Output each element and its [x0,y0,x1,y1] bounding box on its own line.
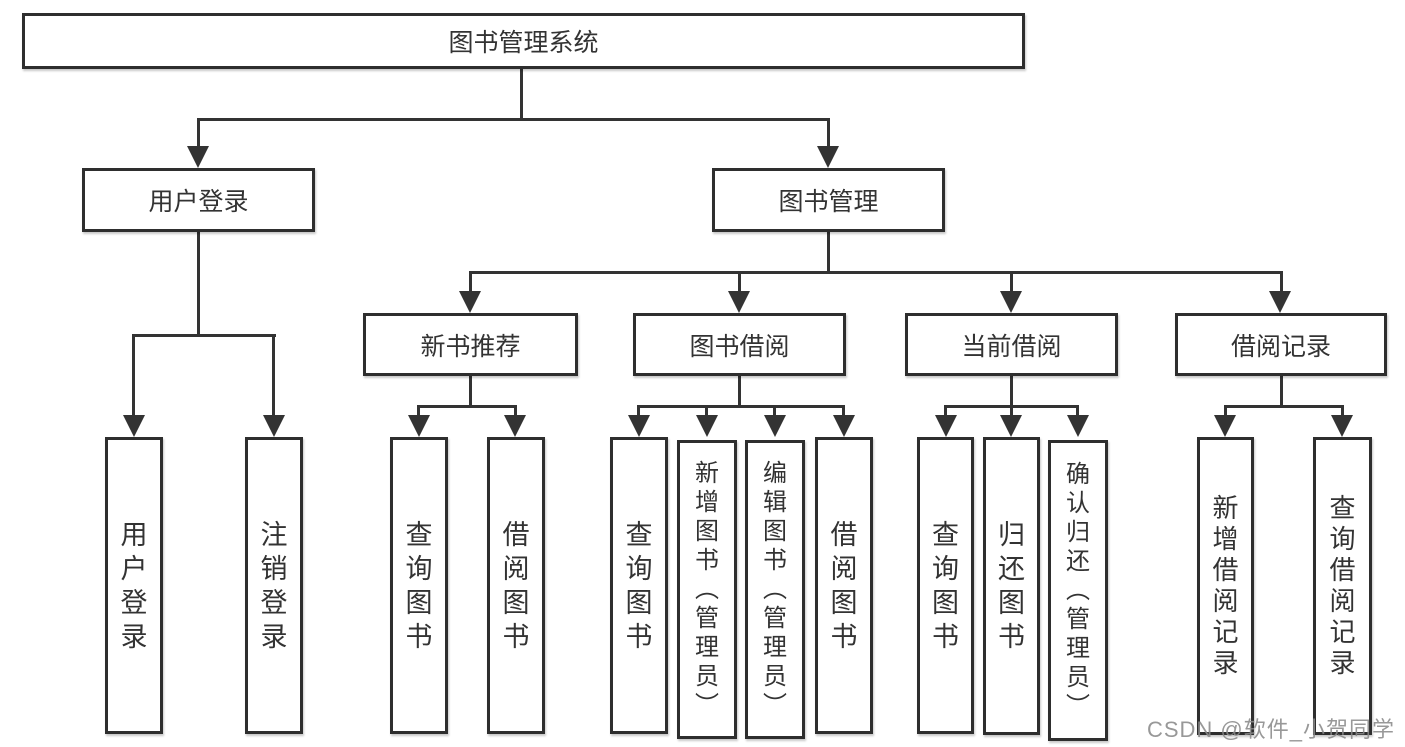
arrow-down-icon [696,415,718,437]
leaf-user-login: 用户登录 [105,437,163,734]
node-system-root: 图书管理系统 [22,13,1025,69]
connector-line [827,232,830,274]
connector-line [842,405,845,417]
arrow-down-icon [764,415,786,437]
connector-line [469,271,1282,274]
node-label: 查询图书 [932,519,959,652]
leaf-borrow-books-recommend: 借阅图书 [487,437,545,734]
connector-line [637,405,844,408]
node-current-borrowing: 当前借阅 [905,313,1118,376]
leaf-return-books: 归还图书 [983,437,1040,735]
connector-line [773,405,776,417]
arrow-down-icon [263,415,285,437]
arrow-down-icon [123,415,145,437]
connector-line [827,118,830,148]
arrow-down-icon [1269,291,1291,313]
arrow-down-icon [628,415,650,437]
watermark: CSDN @软件_小贺同学 [1146,717,1395,742]
node-label: 新增图书︵管理员︶ [695,460,719,719]
node-label: 新书推荐 [420,332,521,361]
node-label: 查询借阅记录 [1329,493,1356,678]
arrow-down-icon [504,415,526,437]
connector-line [1280,271,1283,293]
leaf-query-borrow-record: 查询借阅记录 [1313,437,1372,735]
node-label: 当前借阅 [961,332,1062,361]
leaf-borrow-books: 借阅图书 [815,437,873,734]
connector-line [133,334,276,337]
node-label: 图书借阅 [689,332,790,361]
connector-line [417,405,420,417]
arrow-down-icon [459,291,481,313]
leaf-query-books-recommend: 查询图书 [390,437,448,734]
connector-line [132,334,135,417]
leaf-confirm-return-admin: 确认归还︵管理员︶ [1048,440,1108,741]
node-user-login: 用户登录 [82,168,315,232]
arrow-down-icon [1067,415,1089,437]
leaf-logout: 注销登录 [245,437,303,734]
connector-line [469,376,472,408]
arrow-down-icon [833,415,855,437]
leaf-query-books-current: 查询图书 [917,437,974,734]
connector-line [520,69,523,121]
connector-line [738,376,741,408]
connector-line [944,405,947,417]
node-label: 图书管理 [778,188,879,216]
node-borrowing-records: 借阅记录 [1175,313,1387,376]
connector-line [1341,405,1344,417]
connector-line [417,405,516,408]
arrow-down-icon [817,146,839,168]
node-label: 注销登录 [260,519,288,652]
leaf-edit-books-admin: 编辑图书︵管理员︶ [745,440,805,739]
connector-line [738,271,741,293]
connector-line [1010,376,1013,408]
arrow-down-icon [1331,415,1353,437]
node-label: 确认归还︵管理员︶ [1066,461,1090,720]
arrow-down-icon [408,415,430,437]
connector-line [197,118,830,121]
node-label: 编辑图书︵管理员︶ [763,460,787,719]
node-label: 借阅图书 [830,519,858,652]
connector-line [1280,376,1283,408]
node-label: 新增借阅记录 [1212,493,1239,678]
arrow-down-icon [1214,415,1236,437]
connector-line [1010,405,1013,417]
node-book-management: 图书管理 [712,168,945,232]
node-new-book-recommend: 新书推荐 [363,313,578,376]
node-label: 查询图书 [405,519,433,652]
connector-line [637,405,640,417]
connector-line [1224,405,1227,417]
leaf-query-books-borrow: 查询图书 [610,437,668,734]
connector-line [197,118,200,148]
arrow-down-icon [1000,415,1022,437]
connector-line [197,232,200,337]
connector-line [1010,271,1013,293]
node-label: 借阅图书 [502,519,530,652]
node-book-borrowing: 图书借阅 [633,313,846,376]
connector-line [469,271,472,293]
connector-line [272,334,275,417]
node-label: 查询图书 [625,519,653,652]
arrow-down-icon [935,415,957,437]
connector-line [705,405,708,417]
node-label: 借阅记录 [1230,332,1331,361]
arrow-down-icon [187,146,209,168]
arrow-down-icon [728,291,750,313]
node-label: 图书管理系统 [448,29,599,57]
leaf-add-books-admin: 新增图书︵管理员︶ [677,440,737,739]
leaf-add-borrow-record: 新增借阅记录 [1197,437,1254,735]
node-label: 用户登录 [148,188,249,216]
connector-line [514,405,517,417]
arrow-down-icon [1000,291,1022,313]
connector-line [1224,405,1343,408]
node-label: 归还图书 [998,520,1025,652]
node-label: 用户登录 [120,519,148,652]
connector-line [1076,405,1079,417]
